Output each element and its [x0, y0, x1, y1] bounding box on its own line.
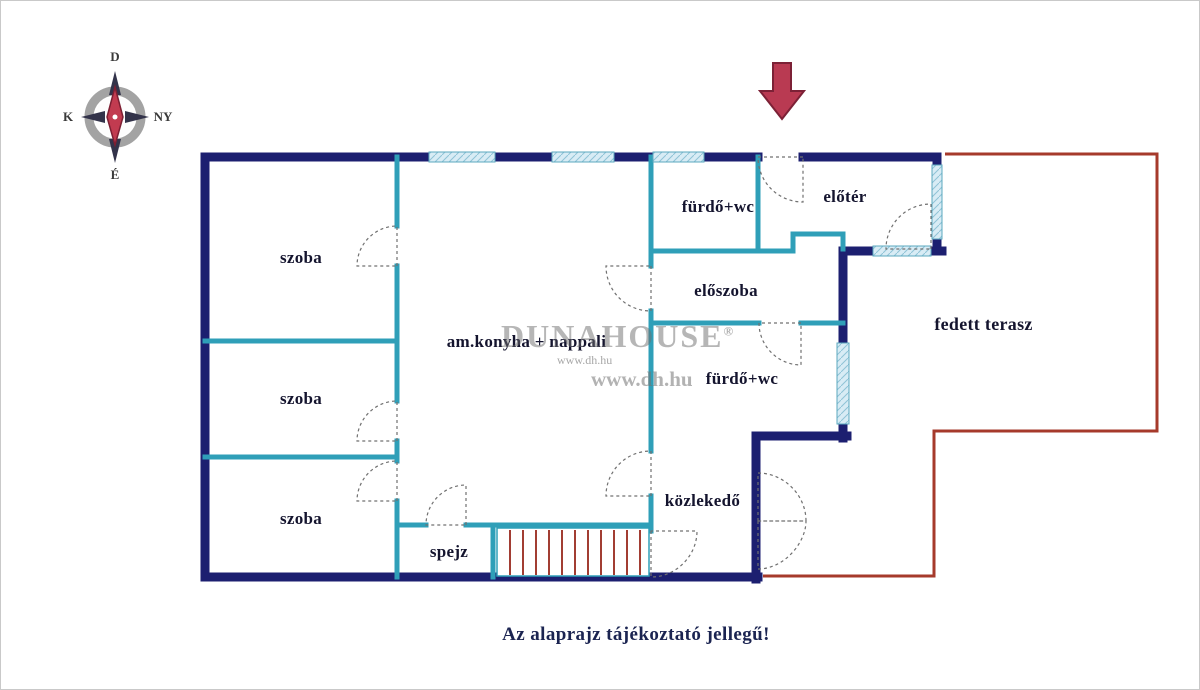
room-label-spejz: spejz	[429, 542, 469, 561]
room-label-szoba-bottom: szoba	[279, 509, 323, 528]
terrace-outline	[763, 152, 1159, 578]
entrance-arrow-icon	[757, 62, 807, 121]
room-label-eloszoba: előszoba	[694, 281, 758, 300]
room-label-konyha-nappali: am.konyha + nappali	[446, 332, 607, 351]
room-label-fedett-terasz: fedett terasz	[934, 314, 1033, 334]
room-label-szoba-top: szoba	[279, 248, 323, 267]
disclaimer-text: Az alaprajz tájékoztató jellegű!	[502, 624, 770, 645]
interior-walls	[202, 154, 846, 580]
windows	[428, 151, 943, 425]
compass-rose-icon	[81, 71, 149, 163]
door-swing-arcs	[356, 156, 932, 578]
compass-letter-right: NY	[153, 109, 173, 124]
staircase	[496, 527, 650, 577]
exterior-walls	[200, 152, 947, 584]
room-label-eloter: előtér	[823, 187, 867, 206]
compass-letter-bottom: É	[110, 167, 120, 182]
room-label-furdo-wc-top: fürdő+wc	[681, 197, 755, 216]
compass-letter-top: D	[110, 49, 120, 64]
compass-rose: D É K NY	[57, 47, 173, 185]
room-label-szoba-middle: szoba	[279, 389, 323, 408]
entrance-arrow	[757, 61, 808, 123]
room-label-kozlekedo: közlekedő	[664, 491, 741, 510]
room-label-furdo-wc-bottom: fürdő+wc	[705, 369, 779, 388]
compass-letter-left: K	[62, 109, 74, 124]
